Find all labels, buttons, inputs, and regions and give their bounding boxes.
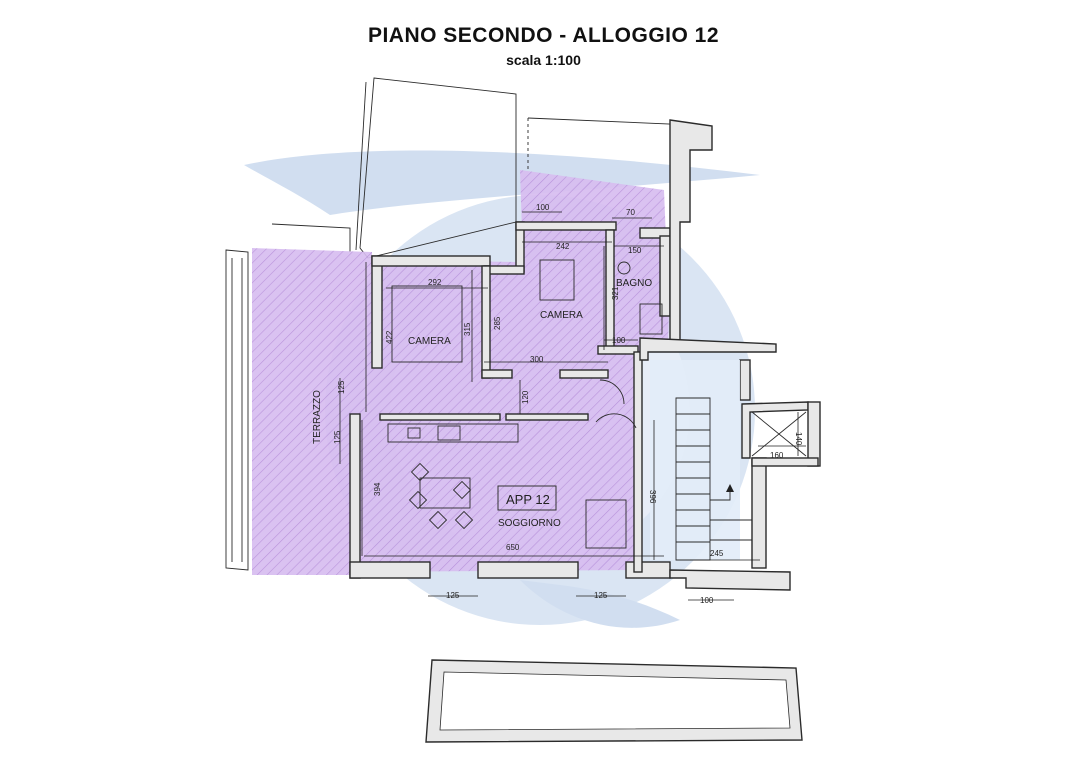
unit-label-box <box>497 485 557 511</box>
dim-125-terrace-b: 125 <box>333 430 342 444</box>
unit-label: APP 12 <box>506 492 550 507</box>
terrace-balustrade <box>225 249 249 571</box>
dim-315: 315 <box>463 322 472 336</box>
room-label-terrazzo: TERRAZZO <box>312 390 323 444</box>
room-label-soggiorno: SOGGIORNO <box>498 518 561 529</box>
lower-building <box>425 659 803 743</box>
drawing-title: PIANO SECONDO - ALLOGGIO 12 <box>367 24 720 47</box>
dim-650: 650 <box>506 543 520 552</box>
walls <box>349 119 821 591</box>
dim-100-top: 100 <box>536 203 550 212</box>
dim-125-terrace-a: 125 <box>337 380 346 394</box>
dim-396: 396 <box>648 490 657 504</box>
dim-140: 140 <box>794 432 803 446</box>
drawing-scale: scala 1:100 <box>506 52 581 68</box>
dim-242: 242 <box>556 242 570 251</box>
drawing-header: PIANO SECONDO - ALLOGGIO 12 scala 1:100 <box>0 24 1087 68</box>
dim-150: 150 <box>628 246 642 255</box>
dim-300: 300 <box>530 355 544 364</box>
room-label-camera-right: CAMERA <box>540 310 583 321</box>
room-label-bagno: BAGNO <box>616 278 652 289</box>
dim-100-bottom: 100 <box>700 596 714 605</box>
labels: CAMERA CAMERA BAGNO TERRAZZO SOGGIORNO A… <box>312 203 803 605</box>
dimension-lines <box>339 211 806 601</box>
dim-160: 160 <box>770 451 784 460</box>
dim-70: 70 <box>626 208 635 217</box>
room-label-camera-left: CAMERA <box>408 336 451 347</box>
dim-245: 245 <box>710 549 724 558</box>
dim-100-bath: 100 <box>612 336 626 345</box>
dim-321: 321 <box>611 286 620 300</box>
dim-394: 394 <box>373 482 382 496</box>
dim-120: 120 <box>521 390 530 404</box>
dim-125-bottom-a: 125 <box>446 591 460 600</box>
dim-285: 285 <box>493 316 502 330</box>
furniture <box>387 259 663 549</box>
dim-422: 422 <box>385 330 394 344</box>
dim-125-bottom-b: 125 <box>594 591 608 600</box>
staircase <box>650 360 807 561</box>
dim-292: 292 <box>428 278 442 287</box>
